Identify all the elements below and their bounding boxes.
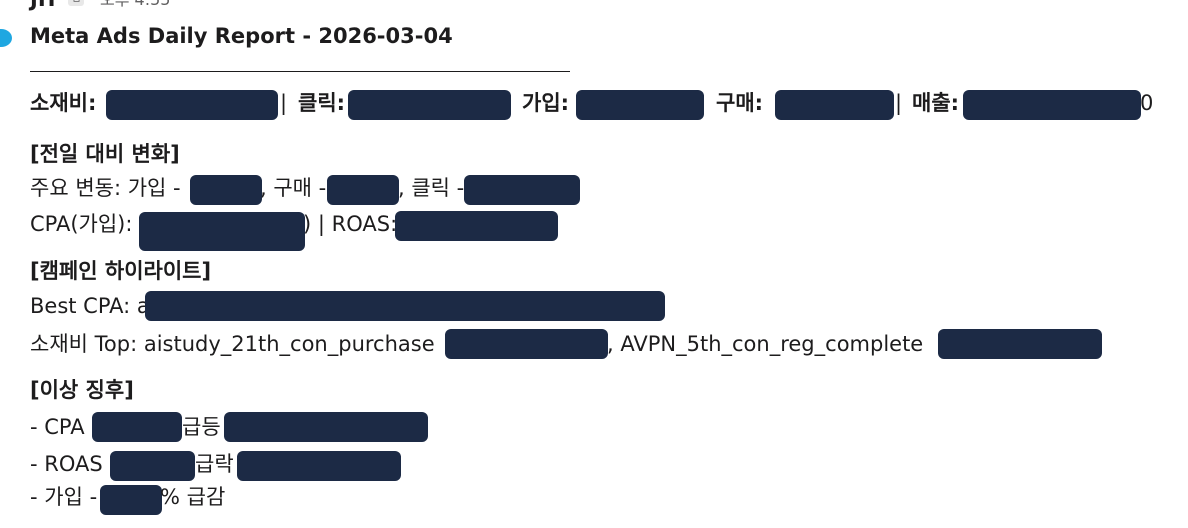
main-changes-label: 주요 변동: 가입 - [30, 176, 181, 200]
anomaly-cpa-suffix: 급등 [182, 415, 221, 439]
redacted-best-cpa [145, 291, 665, 321]
best-cpa-label: Best CPA: a [30, 294, 150, 318]
signups-label: 가입: [522, 91, 570, 115]
redacted-purchases [775, 90, 894, 120]
sender-name[interactable]: JH [30, 0, 55, 10]
redacted-roas-anomaly-detail [237, 451, 401, 481]
anomaly-signup-prefix: - 가입 - [30, 485, 98, 509]
redacted-cpa-anomaly [92, 412, 182, 442]
divider-line [30, 71, 570, 72]
purchase-change-label: , 구매 - [260, 176, 327, 200]
roas-label: ) | ROAS: [303, 212, 398, 236]
redacted-signups [576, 90, 704, 120]
cpa-signup-label: CPA(가입): [30, 212, 133, 236]
message-timestamp[interactable]: 오후 4:55 [100, 0, 170, 11]
redacted-roas-anomaly [110, 451, 195, 481]
redacted-clicks [348, 90, 511, 120]
app-badge: 앱 [68, 0, 84, 6]
anomaly-cpa-prefix: - CPA [30, 415, 85, 439]
campaign-section-heading: [캠페인 하이라이트] [30, 259, 212, 283]
anomaly-signup-suffix: % 급감 [160, 485, 226, 509]
spend-top-label: 소재비 Top: aistudy_21th_con_purchase [30, 332, 435, 356]
change-section-heading: [전일 대비 변화] [30, 142, 180, 166]
redacted-signup-anomaly [100, 485, 162, 515]
summary-separator-2: | [895, 91, 903, 115]
redacted-revenue [963, 90, 1141, 120]
report-title: Meta Ads Daily Report - 2026-03-04 [30, 24, 453, 48]
clicks-label: 클릭: [298, 91, 346, 115]
summary-separator: | [280, 91, 288, 115]
redacted-cpa-anomaly-detail [224, 412, 428, 442]
purchases-label: 구매: [716, 91, 764, 115]
spend-label: 소재비: [30, 91, 97, 115]
avatar-edge-icon [0, 29, 12, 47]
redacted-signup-change [190, 175, 262, 205]
redacted-cpa-signup [139, 212, 305, 251]
redacted-spend-top-1 [445, 329, 608, 359]
anomaly-roas-suffix: 급락 [195, 452, 234, 476]
redacted-spend-top-2 [938, 329, 1102, 359]
revenue-tail: 0 [1140, 91, 1154, 115]
redacted-roas [395, 211, 558, 241]
anomaly-section-heading: [이상 징후] [30, 378, 134, 402]
redacted-purchase-change [327, 175, 399, 205]
click-change-label: , 클릭 - [398, 176, 465, 200]
redacted-click-change [464, 175, 580, 205]
redacted-spend [106, 90, 278, 120]
revenue-label: 매출: [912, 91, 960, 115]
spend-top-second: , AVPN_5th_con_reg_complete [607, 332, 924, 356]
anomaly-roas-prefix: - ROAS [30, 452, 103, 476]
